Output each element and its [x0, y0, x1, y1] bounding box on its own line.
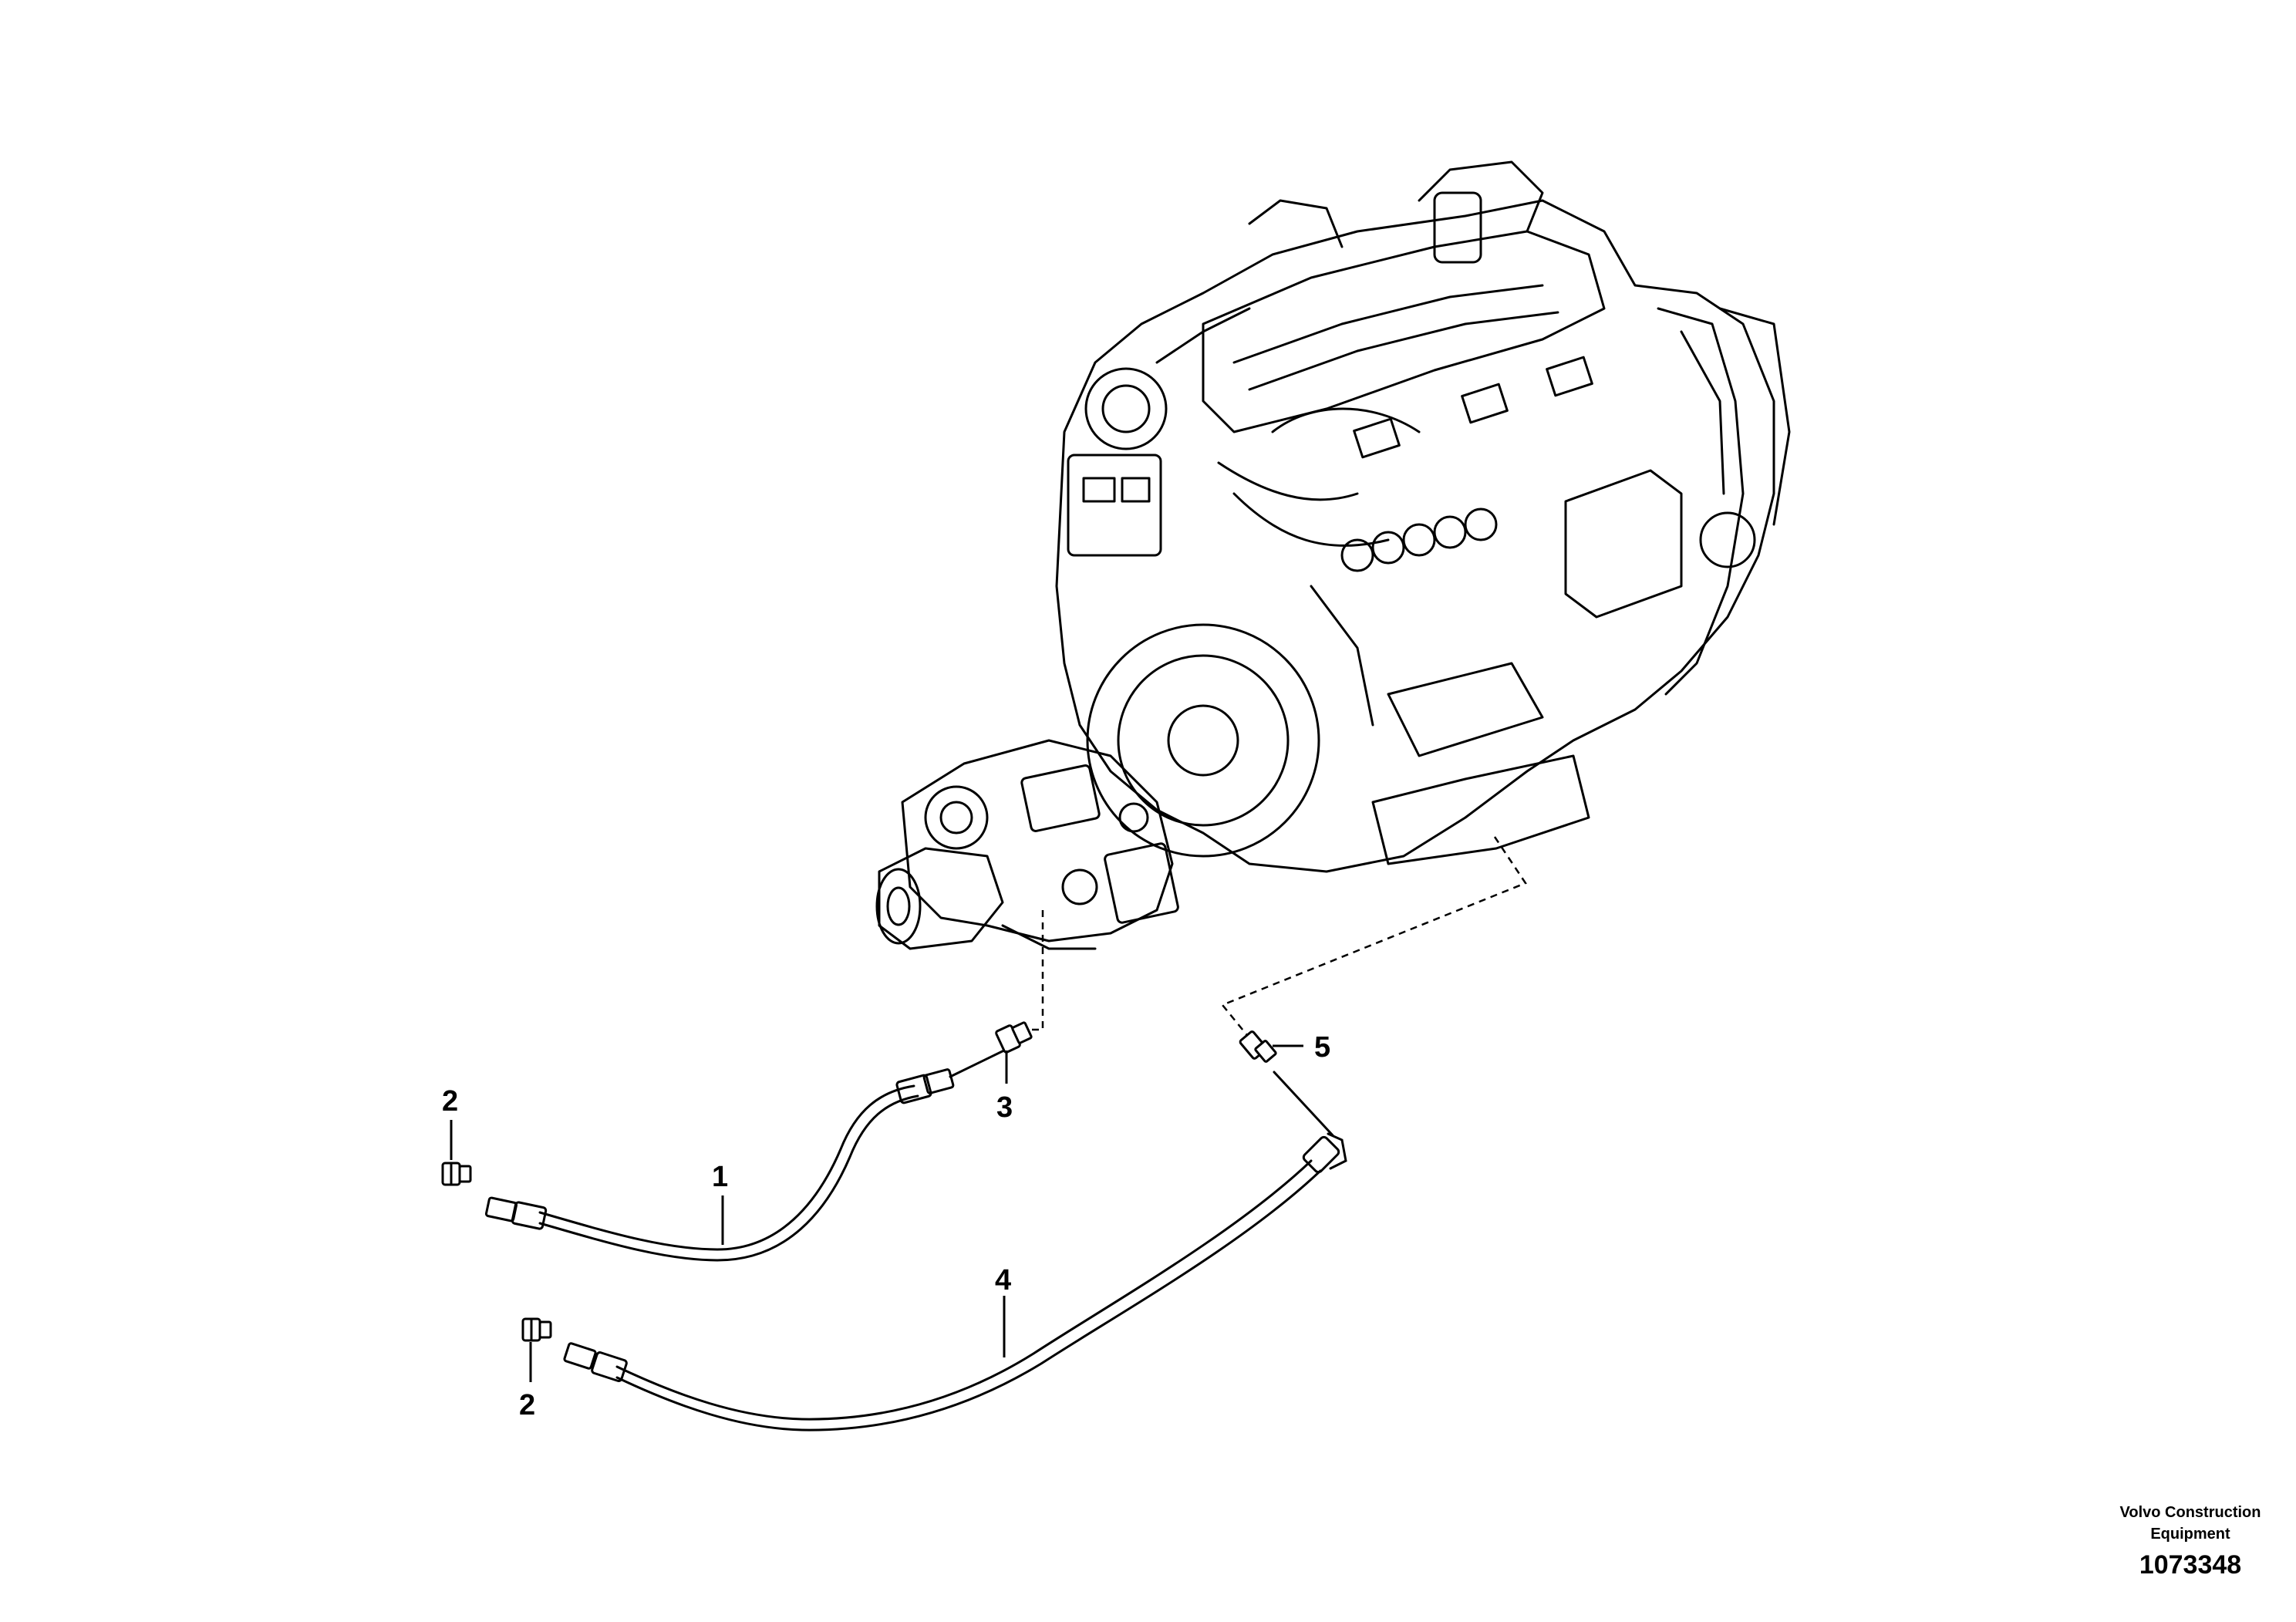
callout-1: 1: [712, 1161, 728, 1193]
fitting-5: [1239, 1030, 1277, 1063]
hydraulic-pump-assembly: [875, 739, 1179, 950]
callout-3: 3: [996, 1091, 1013, 1124]
brand-name-line1: Volvo Construction: [2119, 1504, 2261, 1521]
fitting-3: [995, 1021, 1033, 1054]
assembly-leader-lines: [1032, 836, 1527, 1044]
fitting-2-lower: [521, 1317, 552, 1342]
callout-2-upper: 2: [442, 1085, 458, 1118]
callout-4: 4: [995, 1264, 1011, 1297]
callout-5: 5: [1314, 1031, 1330, 1064]
hose-4: [563, 1071, 1347, 1431]
hose-1: [484, 1046, 1012, 1262]
drawing-number: 1073348: [2139, 1550, 2242, 1580]
brand-name-line2: Equipment: [2150, 1526, 2230, 1543]
engine-assembly: [1055, 160, 1791, 873]
callout-2-lower: 2: [519, 1389, 535, 1421]
fitting-2-upper: [441, 1162, 472, 1186]
